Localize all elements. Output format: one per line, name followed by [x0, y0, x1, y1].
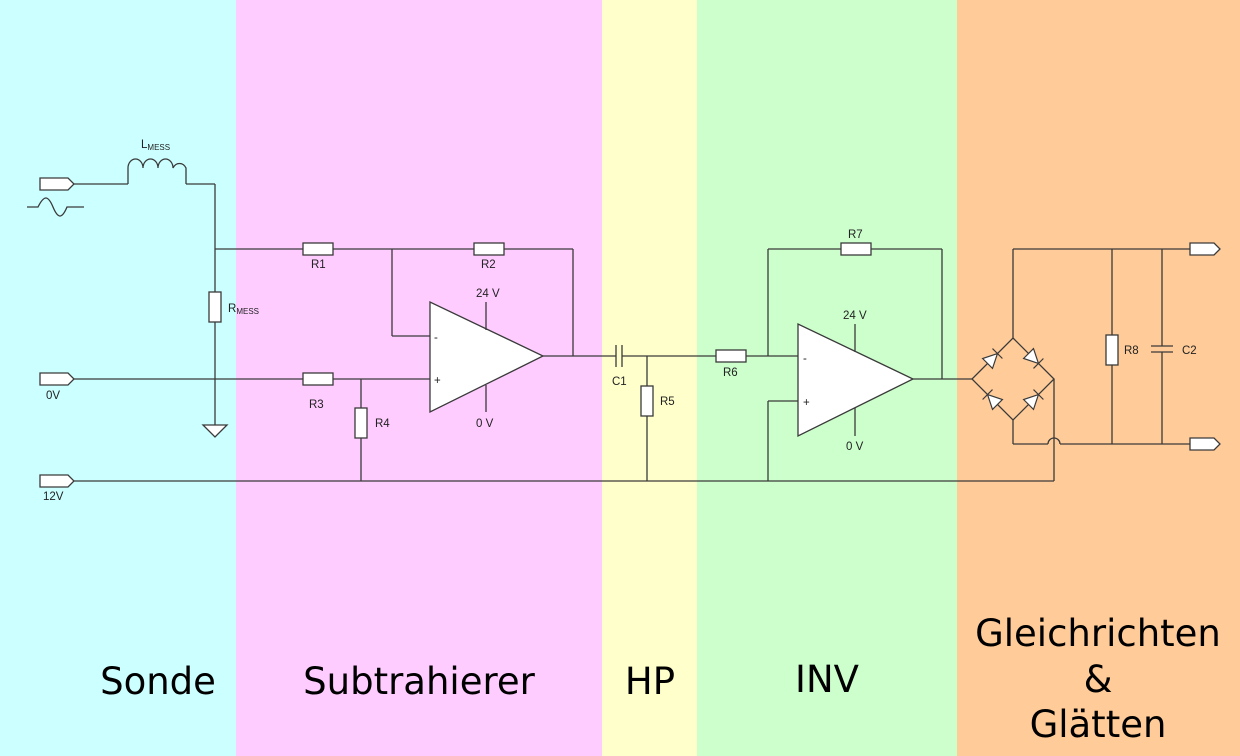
input-terminal-0v	[39, 372, 75, 386]
section-bg-subtrahierer	[236, 0, 602, 756]
resistor-r6	[715, 349, 747, 363]
section-label-subtrahierer: Subtrahierer	[303, 660, 535, 703]
label-opamp2-vplus: 24 V	[843, 310, 867, 322]
label-opamp2-vminus: 0 V	[846, 441, 864, 453]
resistor-r1	[302, 242, 334, 256]
label-0v: 0V	[46, 390, 60, 402]
output-terminal-positive	[1189, 242, 1221, 256]
inductor-lmess	[127, 158, 187, 184]
label-r2: R2	[481, 259, 496, 271]
label-c2: C2	[1182, 345, 1197, 357]
input-terminal-12v	[39, 474, 75, 488]
ground-icon	[201, 424, 229, 438]
resistor-r3	[302, 372, 334, 386]
label-opamp1-vplus: 24 V	[476, 288, 500, 300]
resistor-r8	[1105, 334, 1119, 366]
label-r7: R7	[848, 229, 863, 241]
label-rmess: RMESS	[228, 303, 259, 316]
opamp2-plus: +	[803, 397, 810, 409]
diode-icon	[1022, 347, 1044, 369]
label-r4: R4	[375, 418, 390, 430]
label-r6: R6	[723, 367, 738, 379]
label-r3: R3	[309, 399, 324, 411]
section-label-hp: HP	[625, 660, 675, 703]
opamp1-minus: -	[434, 332, 438, 344]
diode-icon	[982, 389, 1004, 411]
resistor-r7	[840, 242, 872, 256]
section-label-inv: INV	[795, 658, 859, 701]
opamp2-minus: -	[803, 353, 807, 365]
label-12v: 12V	[43, 491, 64, 503]
resistor-r2	[473, 242, 505, 256]
label-opamp1-vminus: 0 V	[476, 418, 494, 430]
section-label-glaetten: Glätten	[1030, 703, 1167, 746]
input-terminal-signal	[39, 177, 75, 191]
label-r8: R8	[1124, 345, 1139, 357]
section-bg-sonde	[0, 0, 236, 756]
resistor-r5	[640, 385, 654, 417]
section-label-gleichrichten: Gleichrichten	[975, 612, 1221, 655]
section-label-sonde: Sonde	[100, 660, 216, 703]
label-r5: R5	[660, 396, 675, 408]
section-bg-gleichrichten	[957, 0, 1240, 756]
ac-source-icon	[27, 197, 84, 217]
label-lmess: LMESS	[141, 139, 170, 152]
output-terminal-negative	[1189, 437, 1221, 451]
resistor-rmess	[208, 291, 222, 323]
diode-icon	[1022, 389, 1044, 411]
section-bg-hp	[602, 0, 697, 756]
resistor-r4	[354, 407, 368, 439]
label-r1: R1	[311, 259, 326, 271]
diode-icon	[981, 348, 1003, 370]
label-c1: C1	[612, 376, 627, 388]
opamp1-plus: +	[434, 375, 441, 387]
section-label-ampersand: &	[1084, 658, 1113, 701]
